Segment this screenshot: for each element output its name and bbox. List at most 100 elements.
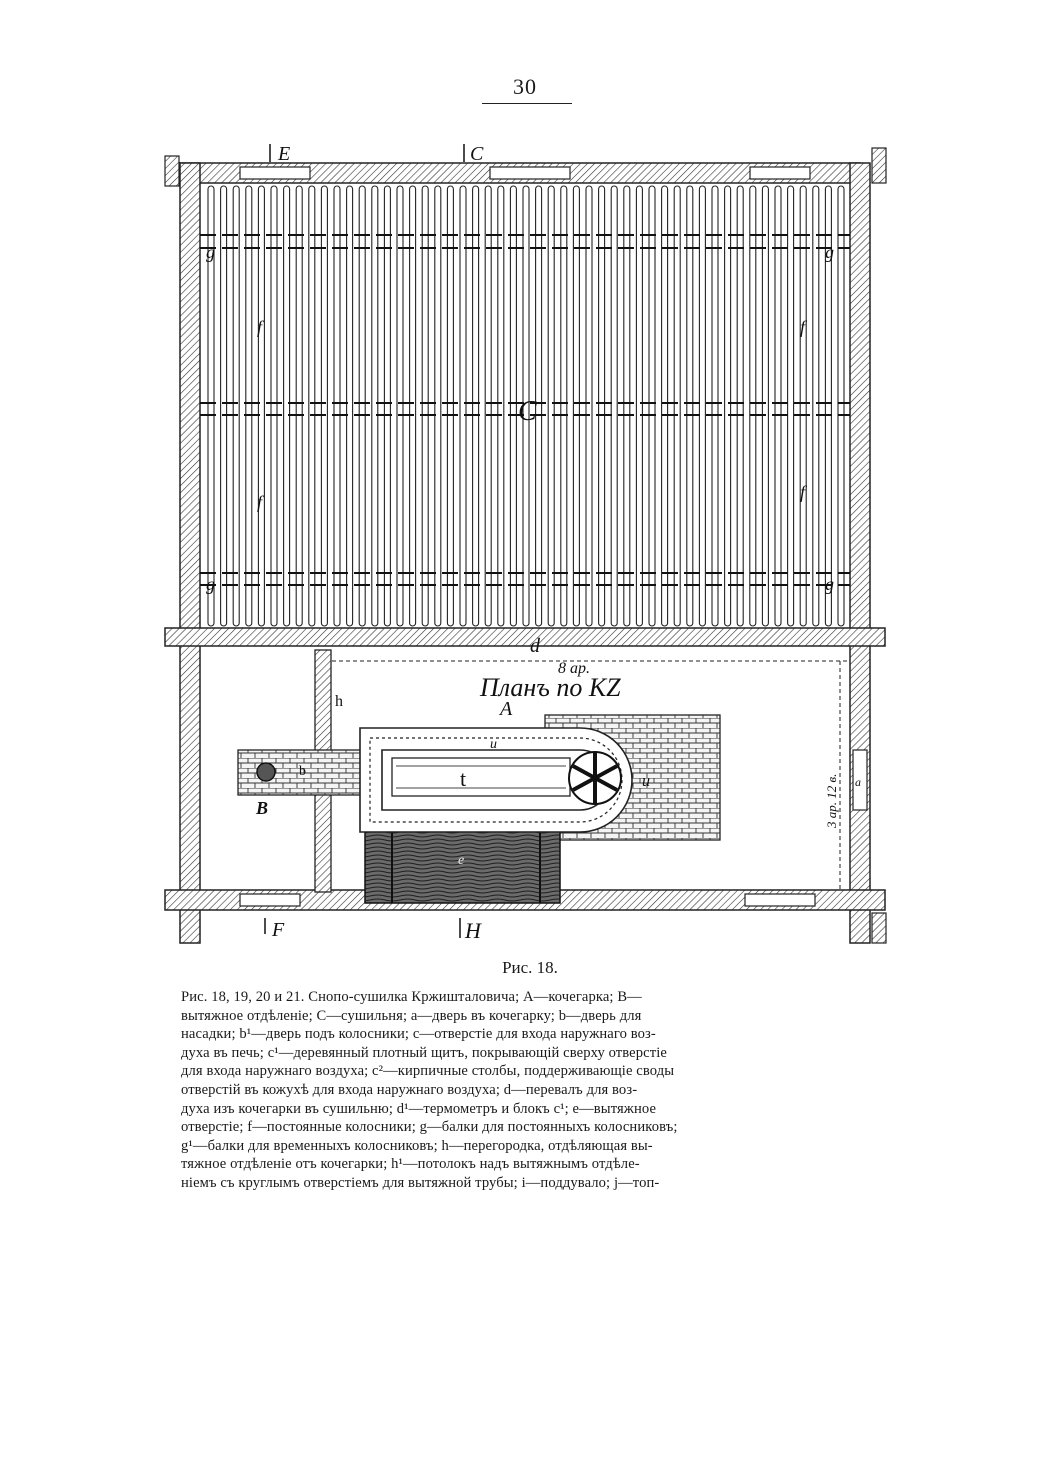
label-E: E (277, 143, 290, 165)
grate-bar (787, 185, 795, 627)
grate-bar (635, 185, 643, 627)
label-f-right-top: f (800, 317, 808, 337)
opening-C (489, 166, 571, 180)
label-dim-right: 3 ар. 12 в. (824, 774, 839, 829)
grate-bar (761, 185, 769, 627)
grate-bar (547, 185, 555, 627)
grate-bar (610, 185, 618, 627)
dimension-lines (332, 660, 850, 890)
label-B: B (255, 798, 268, 818)
label-h: h (335, 693, 343, 710)
text-line: духа въ печь; c¹—деревянный плотный щитъ… (181, 1044, 667, 1061)
grate-bar (257, 185, 265, 627)
grate-bar (358, 185, 366, 627)
outer-walls (164, 147, 887, 944)
grate-bar (484, 185, 492, 627)
grate-bar (724, 185, 732, 627)
grate-bar (673, 185, 681, 627)
page-number: 30 (513, 74, 537, 99)
text-line: отверстіе; f—постоянные колосники; g—бал… (181, 1119, 678, 1136)
label-g-left-bottom: g (206, 574, 215, 594)
grate-bar (824, 185, 832, 627)
grate-bar (686, 185, 694, 627)
label-H: H (464, 918, 482, 943)
plan-title: Планъ по KZ (479, 673, 621, 702)
text-line: тяжное отдѣленіе отъ кочегарки; h¹—потол… (181, 1156, 640, 1173)
grate-bar (245, 185, 253, 627)
grate-bar (459, 185, 467, 627)
grate-bar (333, 185, 341, 627)
grate-bar (698, 185, 706, 627)
flue-opening (256, 762, 276, 782)
opening-F (239, 893, 301, 907)
label-u: u (642, 773, 650, 790)
grate-bar (598, 185, 606, 627)
grate-bar (522, 185, 530, 627)
opening-H-right (744, 893, 816, 907)
label-f-left-bottom: f (257, 492, 265, 512)
text-line: насадки; b¹—дверь подъ колосники; c—отве… (181, 1026, 656, 1043)
text-line: g¹—балки для временныхъ колосниковъ; h—п… (181, 1137, 653, 1154)
grate-bar (648, 185, 656, 627)
page-number-rule (482, 103, 572, 104)
label-a: a (855, 775, 861, 789)
label-d: d (530, 635, 541, 657)
grate-bar (346, 185, 354, 627)
grate-bar (749, 185, 757, 627)
opening-right (749, 166, 811, 180)
opening-E (239, 166, 311, 180)
text-line: для входа наружнаго воздуха; c²—кирпичны… (181, 1063, 675, 1080)
label-e: e (458, 853, 464, 868)
figure-caption: Рис. 18. (502, 958, 558, 977)
label-t: t (460, 766, 466, 791)
grate-bar (283, 185, 291, 627)
grate-bar (220, 185, 228, 627)
label-u-top: u (490, 737, 497, 752)
grate-bar (320, 185, 328, 627)
grate-bar (623, 185, 631, 627)
grate-bars (207, 185, 845, 627)
grate-bar (421, 185, 429, 627)
text-line: духа изъ кочегарки въ сушильню; d¹—термо… (181, 1100, 657, 1117)
text-line: вытяжное отдѣленіе; C—сушильня; a—дверь … (181, 1007, 642, 1024)
text-line: отверстій въ кожухѣ для входа наружнаго … (181, 1081, 638, 1098)
grate-bar (446, 185, 454, 627)
text-line: ніемъ съ круглымъ отверстіемъ для вытяжн… (181, 1174, 660, 1191)
label-f-right-bottom: f (800, 482, 808, 502)
door-a (852, 749, 868, 811)
grate-bar (472, 185, 480, 627)
grate-bar (295, 185, 303, 627)
grate-bar (535, 185, 543, 627)
grate-bar (207, 185, 215, 627)
grate-bar (383, 185, 391, 627)
grate-bar (572, 185, 580, 627)
label-b: b (299, 764, 306, 779)
grate-bar (409, 185, 417, 627)
label-dim-top: 8 ар. (558, 660, 590, 677)
grate-bar (497, 185, 505, 627)
label-g-right-bottom: g (825, 574, 834, 594)
grate-bar (308, 185, 316, 627)
grate-bar (812, 185, 820, 627)
grate-bar (560, 185, 568, 627)
grate-bar (509, 185, 517, 627)
grate-bar (232, 185, 240, 627)
label-g-left-top: g (206, 242, 215, 262)
text-line: Рис. 18, 19, 20 и 21. Снопо-сушилка Кржи… (181, 989, 642, 1005)
grate-bar (799, 185, 807, 627)
body-text: Рис. 18, 19, 20 и 21. Снопо-сушилка Кржи… (181, 988, 867, 1193)
label-C-top: C (470, 143, 484, 165)
label-f-left-top: f (257, 317, 265, 337)
dashed-beams (200, 234, 850, 586)
grate-bar (270, 185, 278, 627)
grate-bar (434, 185, 442, 627)
firebox-t (391, 757, 571, 797)
floor-plan-figure: E C g g f f C f f g g d h 8 ар. Планъ по… (164, 143, 887, 944)
label-A: A (498, 698, 513, 720)
grate-bar (371, 185, 379, 627)
label-F: F (271, 919, 285, 941)
grate-bar (774, 185, 782, 627)
label-C-center: C (518, 396, 537, 427)
grate-bar (396, 185, 404, 627)
grate-bar (736, 185, 744, 627)
